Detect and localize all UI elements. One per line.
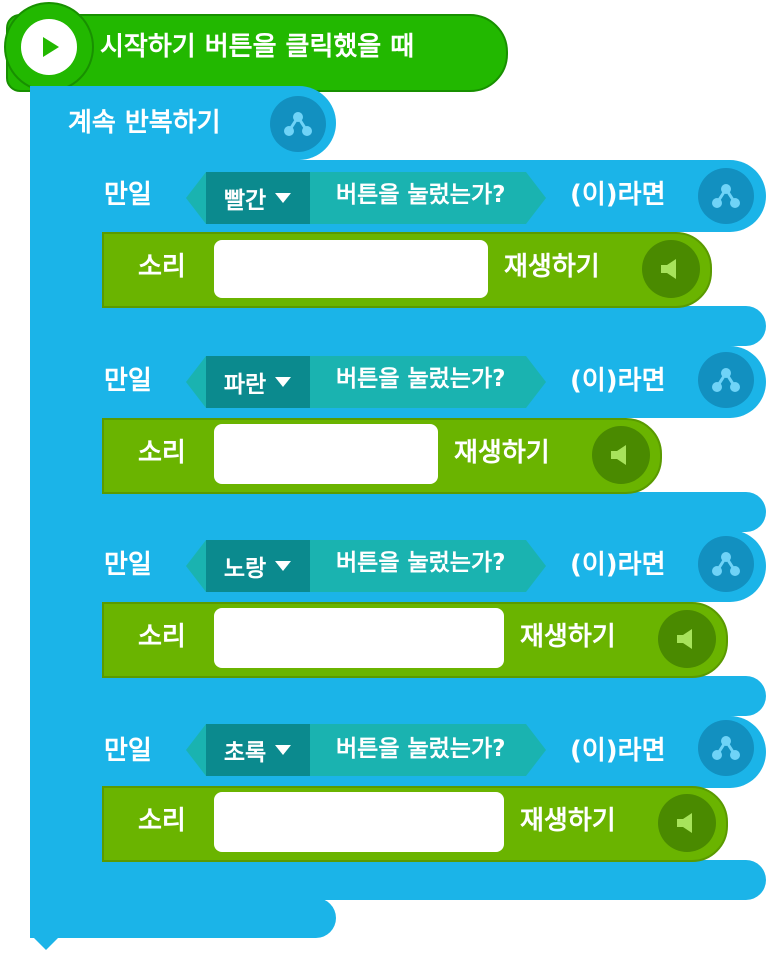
speaker-icon xyxy=(658,794,716,852)
chevron-down-icon xyxy=(275,193,292,203)
if-block-footer xyxy=(66,860,766,900)
button-color-dropdown[interactable]: 빨간 xyxy=(206,172,310,224)
chevron-down-icon xyxy=(275,561,292,571)
dropdown-value: 초록 xyxy=(223,740,267,766)
branch-icon xyxy=(698,720,754,776)
loop-block-arm xyxy=(30,150,68,910)
if-block-footer xyxy=(66,306,766,346)
then-label: (이)라면 xyxy=(570,550,666,580)
play-label: 재생하기 xyxy=(520,806,616,836)
button-color-dropdown[interactable]: 파란 xyxy=(206,356,310,408)
speaker-icon xyxy=(658,610,716,668)
if-label: 만일 xyxy=(104,366,152,396)
condition-label: 버튼을 눌렀는가? xyxy=(336,550,506,576)
chevron-down-icon xyxy=(275,377,292,387)
sound-label: 소리 xyxy=(138,252,186,282)
branch-icon xyxy=(698,168,754,224)
then-label: (이)라면 xyxy=(570,366,666,396)
if-label: 만일 xyxy=(104,736,152,766)
then-label: (이)라면 xyxy=(570,736,666,766)
dropdown-value: 파란 xyxy=(223,372,267,398)
condition-label: 버튼을 눌렀는가? xyxy=(336,736,506,762)
branch-icon xyxy=(698,536,754,592)
loop-block-label: 계속 반복하기 xyxy=(68,108,221,138)
chevron-down-icon xyxy=(275,745,292,755)
play-label: 재생하기 xyxy=(504,252,600,282)
condition-label: 버튼을 눌렀는가? xyxy=(336,182,506,208)
if-label: 만일 xyxy=(104,180,152,210)
branch-icon xyxy=(270,96,326,152)
if-label: 만일 xyxy=(104,550,152,580)
start-block-label: 시작하기 버튼을 클릭했을 때 xyxy=(100,32,415,62)
branch-icon xyxy=(698,352,754,408)
if-block-footer xyxy=(66,492,766,532)
sound-label: 소리 xyxy=(138,806,186,836)
sound-label: 소리 xyxy=(138,622,186,652)
speaker-icon xyxy=(642,240,700,298)
button-color-dropdown[interactable]: 초록 xyxy=(206,724,310,776)
sound-field[interactable] xyxy=(214,424,438,484)
if-block-footer xyxy=(66,676,766,716)
play-icon[interactable] xyxy=(4,2,94,92)
loop-block-bottom-notch xyxy=(32,936,60,950)
sound-field[interactable] xyxy=(214,792,504,852)
sound-label: 소리 xyxy=(138,438,186,468)
condition-label: 버튼을 눌렀는가? xyxy=(336,366,506,392)
sound-field[interactable] xyxy=(214,240,488,298)
dropdown-value: 빨간 xyxy=(223,188,267,214)
speaker-icon xyxy=(592,426,650,484)
dropdown-value: 노랑 xyxy=(223,556,267,582)
play-label: 재생하기 xyxy=(520,622,616,652)
sound-field[interactable] xyxy=(214,608,504,668)
play-label: 재생하기 xyxy=(454,438,550,468)
then-label: (이)라면 xyxy=(570,180,666,210)
button-color-dropdown[interactable]: 노랑 xyxy=(206,540,310,592)
